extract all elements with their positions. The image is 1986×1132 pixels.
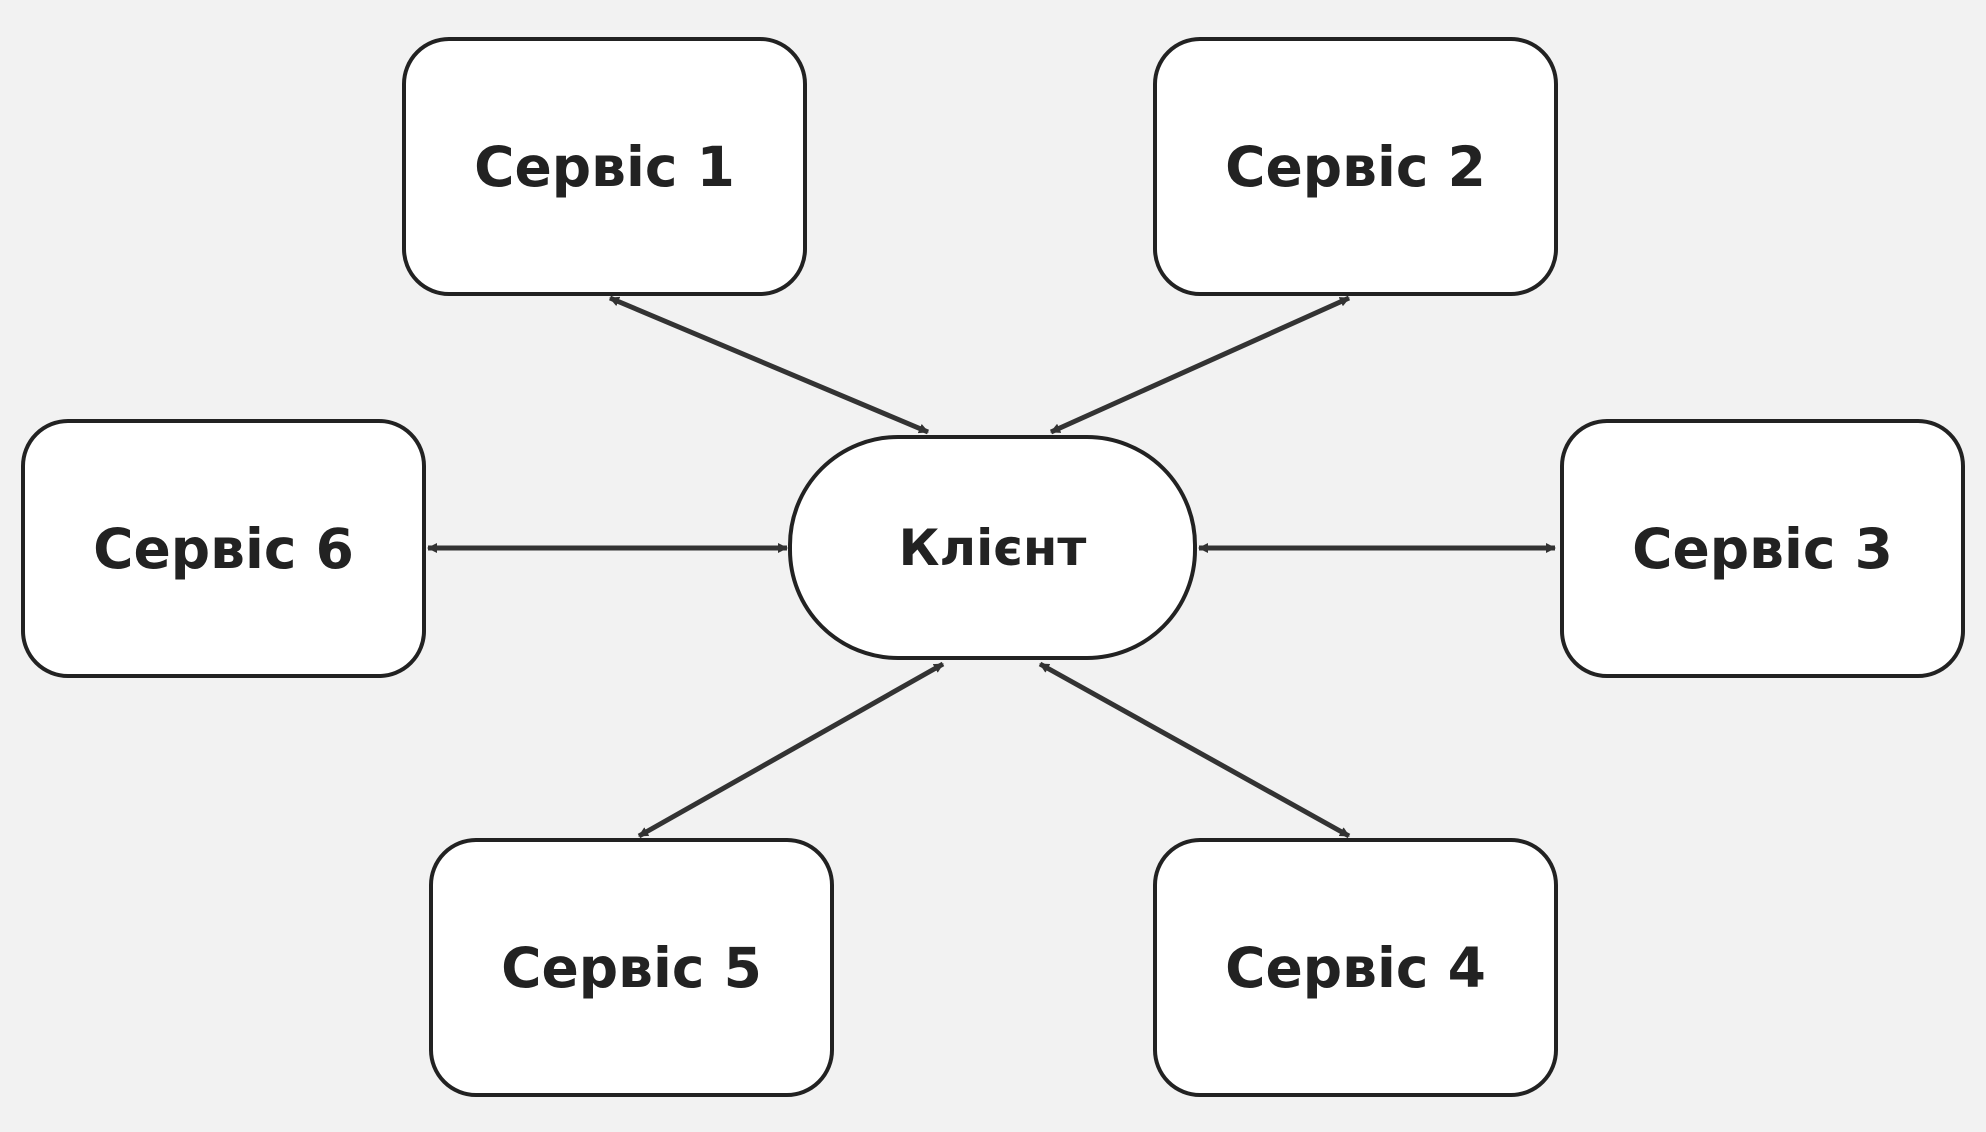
edge-client-service-5 (637, 661, 945, 839)
service-label-4: Сервіс 4 (1225, 935, 1486, 1000)
client-node: Клієнт (788, 435, 1197, 660)
service-label-5: Сервіс 5 (501, 935, 762, 1000)
service-node-5: Сервіс 5 (429, 838, 834, 1097)
edge-client-service-4 (1038, 661, 1351, 839)
service-node-4: Сервіс 4 (1153, 838, 1558, 1097)
service-node-1: Сервіс 1 (402, 37, 807, 296)
client-label: Клієнт (898, 518, 1087, 577)
service-label-2: Сервіс 2 (1225, 134, 1486, 199)
edge-client-service-2 (1049, 295, 1351, 435)
service-label-1: Сервіс 1 (474, 134, 735, 199)
edge-client-service-1 (609, 295, 929, 435)
service-label-6: Сервіс 6 (93, 516, 354, 581)
service-node-3: Сервіс 3 (1560, 419, 1965, 678)
service-node-6: Сервіс 6 (21, 419, 426, 678)
service-node-2: Сервіс 2 (1153, 37, 1558, 296)
service-label-3: Сервіс 3 (1632, 516, 1893, 581)
